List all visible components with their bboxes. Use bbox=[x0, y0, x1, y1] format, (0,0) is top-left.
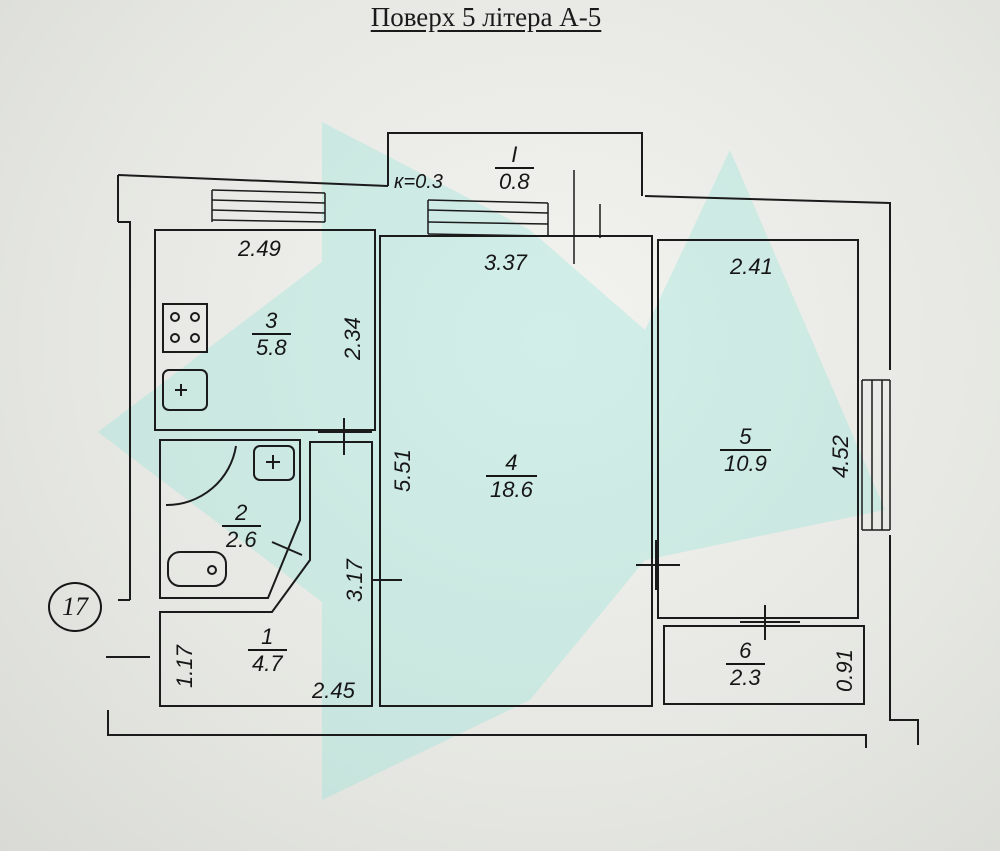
hall-outline bbox=[159, 441, 373, 707]
room-label-bedroom: 5 10.9 bbox=[720, 424, 771, 477]
dim-living-width: 3.37 bbox=[484, 250, 527, 275]
building-number-badge: 17 bbox=[48, 582, 102, 632]
kitchen-sink-icon bbox=[162, 369, 208, 411]
room-label-hall: 1 4.7 bbox=[248, 624, 287, 677]
balcony-outline bbox=[387, 132, 643, 196]
toilet-icon bbox=[167, 551, 227, 587]
door-marks bbox=[106, 418, 800, 658]
dim-hall-length: 3.17 bbox=[342, 559, 367, 602]
coefficient-label: к=0.3 bbox=[394, 171, 443, 193]
window-bedroom bbox=[861, 379, 891, 531]
stove-icon bbox=[162, 303, 208, 353]
bathroom-outline bbox=[159, 439, 301, 599]
watermark-shape-left bbox=[98, 262, 322, 602]
dim-bedroom-width: 2.41 bbox=[730, 254, 773, 279]
room-label-storage: 6 2.3 bbox=[726, 638, 765, 691]
dim-entry-width: 1.17 bbox=[172, 645, 197, 688]
dim-kitchen-width: 2.49 bbox=[238, 236, 281, 261]
kitchen-outline bbox=[154, 229, 376, 431]
dim-storage-depth: 0.91 bbox=[832, 649, 857, 692]
shower-icon bbox=[165, 445, 237, 507]
window-kitchen bbox=[211, 189, 326, 223]
outer-wall-top bbox=[117, 174, 919, 745]
plan-title: Поверх 5 літера А-5 bbox=[370, 2, 602, 32]
dim-kitchen-depth: 2.34 bbox=[340, 317, 365, 360]
watermark-shape-center bbox=[322, 122, 645, 800]
outer-wall-left bbox=[118, 221, 131, 601]
dim-hall-width: 2.45 bbox=[312, 678, 355, 703]
window-living bbox=[427, 170, 601, 264]
room-label-living: 4 18.6 bbox=[486, 450, 537, 503]
bath-sink-icon bbox=[253, 445, 295, 481]
outer-wall-bottom bbox=[107, 710, 867, 748]
dim-bedroom-depth: 4.52 bbox=[828, 435, 853, 478]
room-label-kitchen: 3 5.8 bbox=[252, 308, 291, 361]
watermark-shape-right bbox=[645, 150, 885, 560]
dim-living-depth: 5.51 bbox=[390, 449, 415, 492]
room-label-bathroom: 2 2.6 bbox=[222, 500, 261, 553]
room-label-balcony: I 0.8 bbox=[495, 142, 534, 195]
